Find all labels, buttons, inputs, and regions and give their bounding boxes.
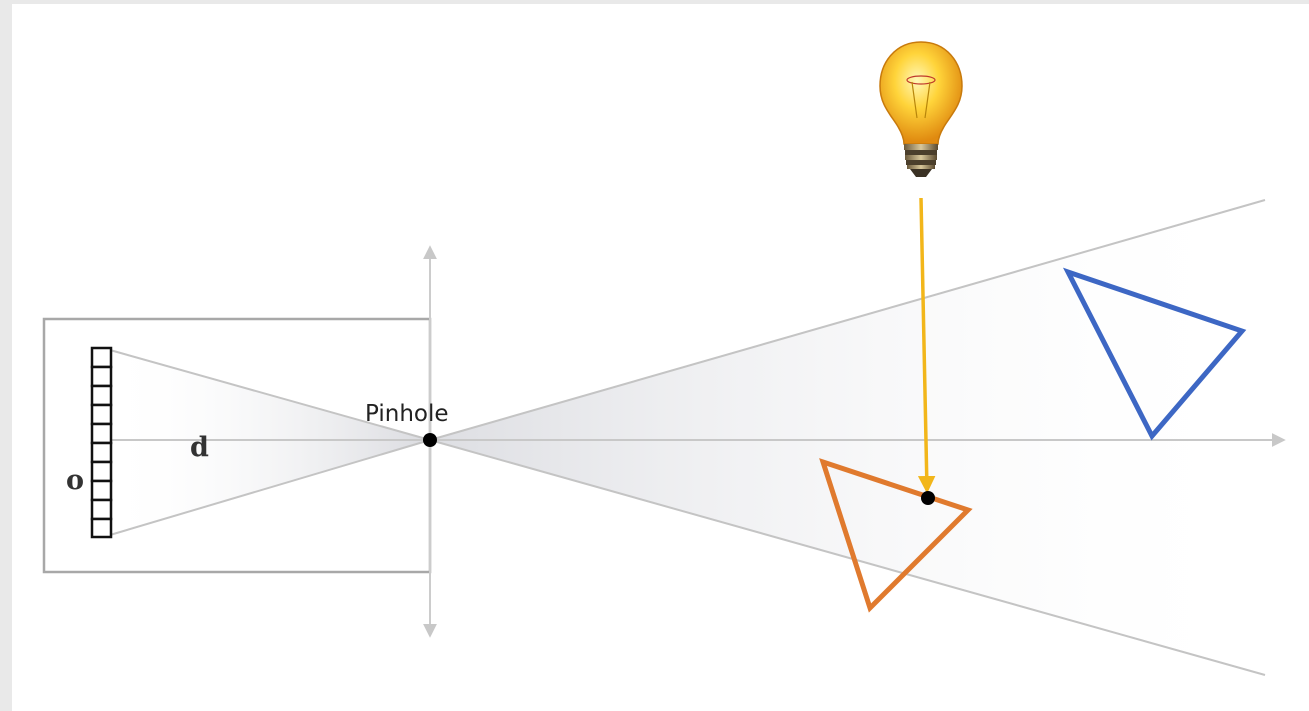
frustum-edge-upper [429,199,1266,441]
label-origin: o [66,465,84,496]
triangle-far [1062,267,1247,441]
light-bulb-icon [879,41,963,177]
ray-lower-inside [109,439,431,536]
image-sensor [90,346,113,539]
surface-hit-point [921,491,935,505]
label-pinhole: Pinhole [365,401,449,427]
pinhole-point [423,433,437,447]
light-ray [917,197,936,494]
ray-upper-inside [109,349,431,441]
frustum-edge-lower [429,439,1266,676]
pinhole-camera-diagram: d o Pinhole [42,41,1286,676]
image-cone-shading [110,350,430,535]
view-frustum-shading [430,200,1265,675]
label-distance: d [190,432,209,463]
diagram-canvas: d o Pinhole [12,4,1309,711]
triangle-near [819,458,973,613]
